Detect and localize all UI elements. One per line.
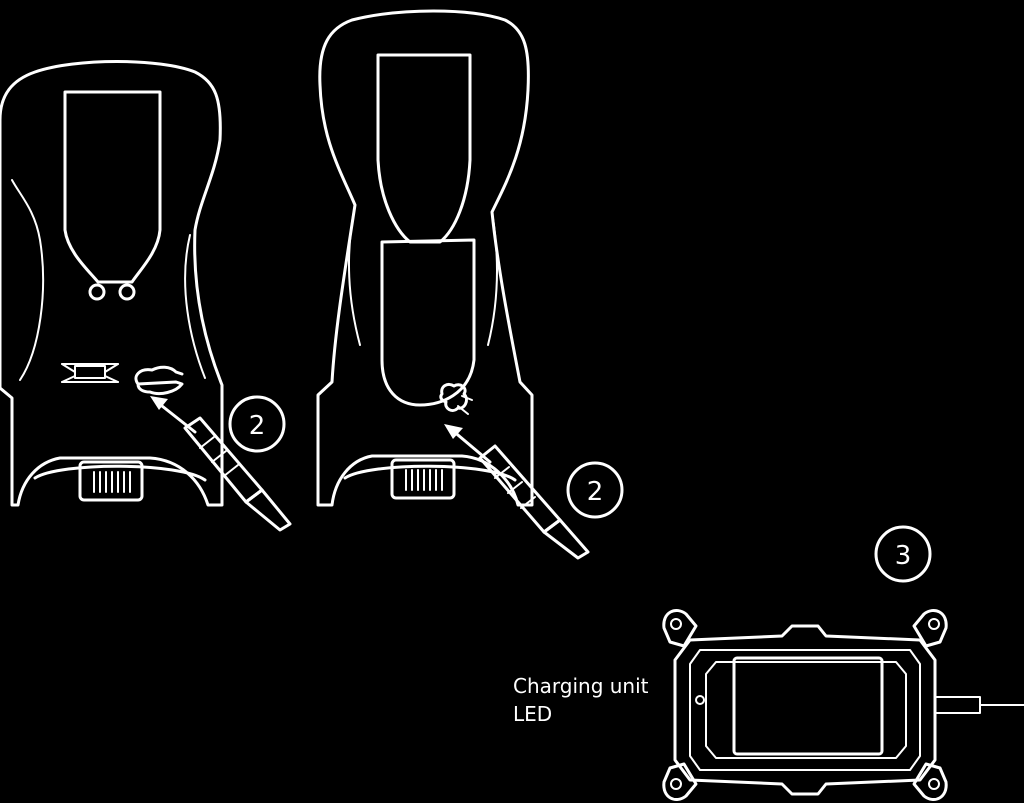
middle-vest-seam-right [487,211,498,346]
left-vest-button-right [118,283,136,301]
charging-unit-label: Charging unit LED [513,672,649,728]
left-vest-pull-tab-grip [93,471,131,493]
charger-inner-recess [705,661,907,759]
middle-vest-pull-tab [390,458,456,500]
left-vest-button-left [88,283,106,301]
left-vest-upper-pocket [63,90,162,284]
charger-mounting-tabs [662,609,948,801]
middle-vest-charging-socket [439,382,473,415]
middle-vest-pull-tab-grip [405,469,443,491]
left-vest-side-seam-right [184,234,206,379]
charger-step-number: 3 [895,541,912,571]
left-vest-clip [61,363,119,383]
left-vest-hem [33,464,207,482]
middle-vest-hem [343,464,517,482]
left-vest-pull-tab [78,460,144,502]
charging-unit: 3 [662,525,1024,801]
middle-vest-seam-left [347,204,361,346]
charging-unit-label-line1: Charging unit [513,674,649,698]
middle-vest-lower-pocket [380,238,476,407]
left-vest-charging-socket [134,365,184,396]
left-vest-step-circle [228,395,286,453]
middle-vest-charging-plug [444,424,590,560]
charger-display-window [732,656,884,756]
left-vest: 2 [0,60,292,532]
middle-vest-upper-pocket [376,53,472,244]
charging-unit-label-line2: LED [513,702,553,726]
charger-led-indicator [695,695,705,705]
charger-cable [934,696,1024,714]
middle-vest-step-number: 2 [587,477,604,507]
middle-vest-outline [316,9,534,507]
left-vest-charging-plug [150,396,292,532]
charger-outer-frame [673,624,937,796]
left-vest-step-number: 2 [249,411,266,441]
left-vest-side-seam-left [11,179,45,381]
left-vest-outline [0,60,224,507]
charger-inner-body [689,649,921,771]
middle-vest: 2 [316,9,624,560]
charger-step-circle [874,525,932,583]
middle-vest-step-circle [566,461,624,519]
